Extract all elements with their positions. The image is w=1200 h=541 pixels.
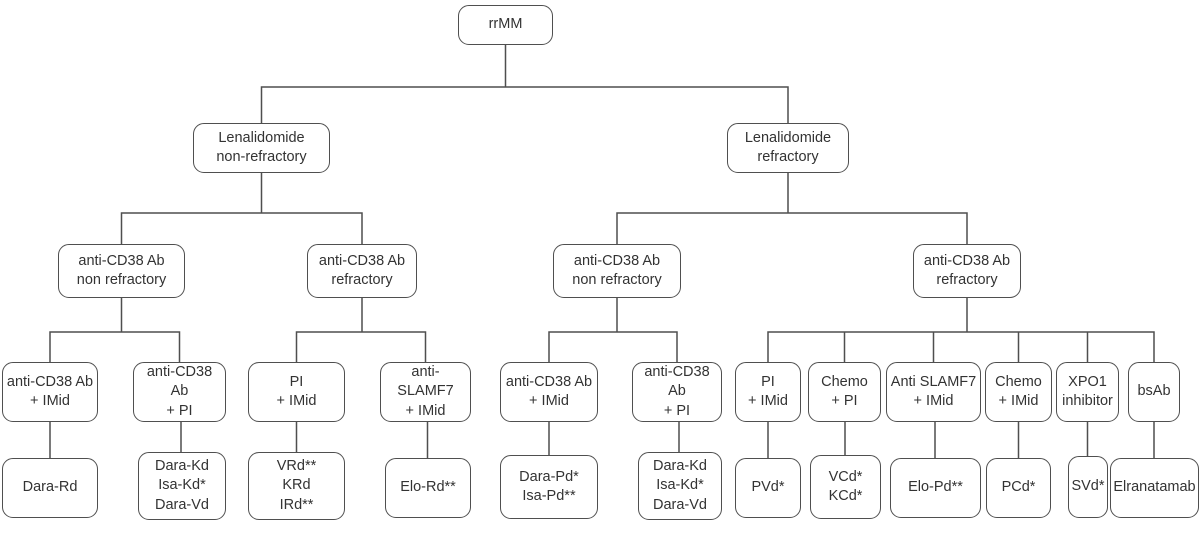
node-chemo-pi: Chemo + PI bbox=[808, 362, 881, 422]
node-dara-pd-isa-pd: Dara-Pd* Isa-Pd** bbox=[500, 455, 598, 519]
node-dara-kd-isa-kd-dara-vd-left: Dara-Kd Isa-Kd* Dara-Vd bbox=[138, 452, 226, 520]
node-cd38-nonrefractory-under-len-ref: anti-CD38 Ab non refractory bbox=[553, 244, 681, 298]
node-cd38-nonrefractory-under-len-nonref: anti-CD38 Ab non refractory bbox=[58, 244, 185, 298]
node-lenalidomide-non-refractory: Lenalidomide non-refractory bbox=[193, 123, 330, 173]
node-bsab: bsAb bbox=[1128, 362, 1180, 422]
node-cd38-imid-right: anti-CD38 Ab + IMid bbox=[500, 362, 598, 422]
node-xpo1-inhibitor: XPO1 inhibitor bbox=[1056, 362, 1119, 422]
node-elranatamab: Elranatamab bbox=[1110, 458, 1199, 518]
node-elo-rd: Elo-Rd** bbox=[385, 458, 471, 518]
node-dara-kd-isa-kd-dara-vd-right: Dara-Kd Isa-Kd* Dara-Vd bbox=[638, 452, 722, 520]
node-cd38-pi-right: anti-CD38 Ab + PI bbox=[632, 362, 722, 422]
node-pvd: PVd* bbox=[735, 458, 801, 518]
node-cd38-refractory-under-len-ref: anti-CD38 Ab refractory bbox=[913, 244, 1021, 298]
node-pi-imid-left: PI + IMid bbox=[248, 362, 345, 422]
node-dara-rd: Dara-Rd bbox=[2, 458, 98, 518]
node-elo-pd: Elo-Pd** bbox=[890, 458, 981, 518]
node-pi-imid-right: PI + IMid bbox=[735, 362, 801, 422]
node-cd38-refractory-under-len-nonref: anti-CD38 Ab refractory bbox=[307, 244, 417, 298]
node-cd38-imid-left: anti-CD38 Ab + IMid bbox=[2, 362, 98, 422]
node-rrmm: rrMM bbox=[458, 5, 553, 45]
node-chemo-imid: Chemo + IMid bbox=[985, 362, 1052, 422]
node-svd: SVd* bbox=[1068, 456, 1108, 518]
node-cd38-pi-left: anti-CD38 Ab + PI bbox=[133, 362, 226, 422]
node-pcd: PCd* bbox=[986, 458, 1051, 518]
node-vrd-krd-ird: VRd** KRd IRd** bbox=[248, 452, 345, 520]
node-vcd-kcd: VCd* KCd* bbox=[810, 455, 881, 519]
node-lenalidomide-refractory: Lenalidomide refractory bbox=[727, 123, 849, 173]
node-anti-slamf7-imid-left: anti-SLAMF7 + IMid bbox=[380, 362, 471, 422]
node-anti-slamf7-imid-right: Anti SLAMF7 + IMid bbox=[886, 362, 981, 422]
